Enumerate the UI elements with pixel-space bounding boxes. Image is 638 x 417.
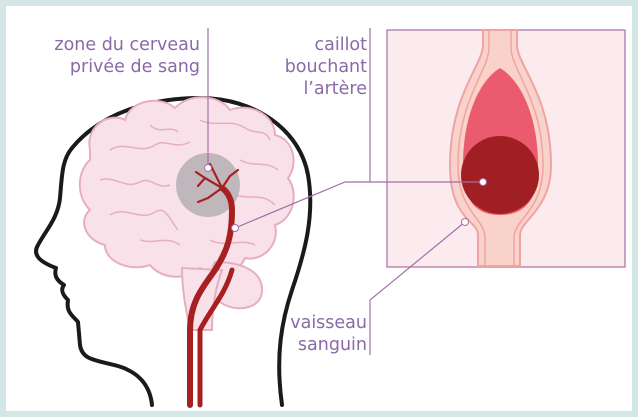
label-blood-vessel: vaisseau sanguin xyxy=(290,312,367,356)
label-blood-vessel-line1: vaisseau xyxy=(290,312,367,334)
label-deprived-zone-line1: zone du cerveau xyxy=(54,34,200,56)
label-blood-vessel-line2: sanguin xyxy=(290,334,367,356)
label-clot-line2: bouchant xyxy=(285,56,367,78)
clot xyxy=(461,136,539,214)
label-deprived-zone: zone du cerveau privée de sang xyxy=(54,34,200,78)
label-clot-line3: l’artère xyxy=(285,78,367,100)
label-clot-line1: caillot xyxy=(285,34,367,56)
label-deprived-zone-line2: privée de sang xyxy=(54,56,200,78)
label-clot: caillot bouchant l’artère xyxy=(285,34,367,100)
